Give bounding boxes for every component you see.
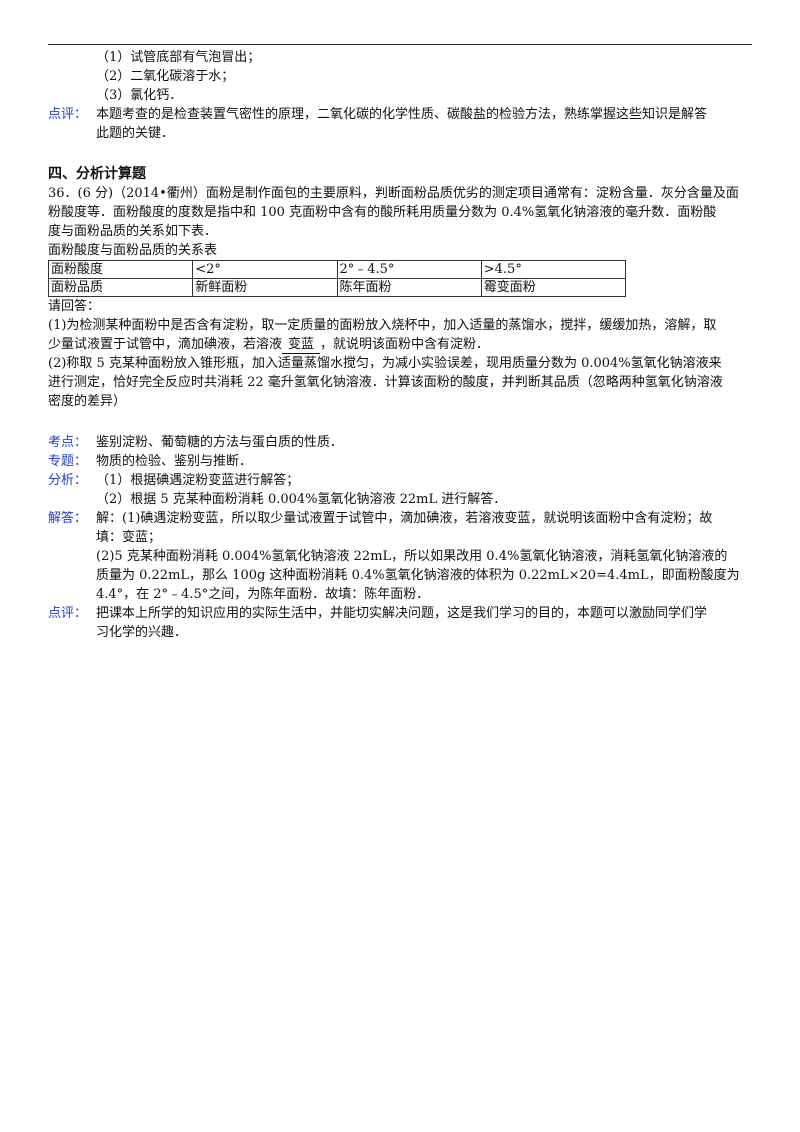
ask-line: 请回答： <box>48 299 101 314</box>
prev-answer-line: （2）二氧化碳溶于水； <box>96 69 235 84</box>
analysis-label: 分析： <box>48 473 88 488</box>
analysis-line: 物质的检验、鉴别与推断． <box>96 454 253 469</box>
prev-comment: 点评： 本题考查的是检查装置气密性的原理，二氧化碳的化学性质、碳酸盐的检验方法，… <box>48 105 752 143</box>
question-line: 粉酸度等．面粉酸度的度数是指中和 100 克面粉中含有的酸所耗用质量分数为 0.… <box>48 205 717 220</box>
analysis-line: 习化学的兴趣． <box>96 625 188 640</box>
q1-line: (1)为检测某种面粉中是否含有淀粉，取一定质量的面粉放入烧杯中，加入适量的蒸馏水… <box>48 318 717 333</box>
acidity-quality-table: 面粉酸度 <2° 2°﹣4.5° >4.5° 面粉品质 新鲜面粉 陈年面粉 霉变… <box>47 260 627 297</box>
analysis-line: 4.4°，在 2°﹣4.5°之间，为陈年面粉．故填：陈年面粉． <box>96 587 430 602</box>
table-cell: >4.5° <box>480 260 627 279</box>
table-row: 面粉品质 新鲜面粉 陈年面粉 霉变面粉 <box>47 278 627 297</box>
table-cell: <2° <box>192 260 338 279</box>
table-caption: 面粉酸度与面粉品质的关系表 <box>48 243 218 258</box>
q2-line: 进行测定，恰好完全反应时共消耗 22 毫升氢氧化钠溶液．计算该面粉的酸度，并判断… <box>48 375 723 390</box>
analysis-kaodian: 考点： 鉴别淀粉、葡萄糖的方法与蛋白质的性质． <box>48 433 752 452</box>
analysis-line: 把课本上所学的知识应用的实际生活中，并能切实解决问题，这是我们学习的目的，本题可… <box>96 606 708 621</box>
comment-line: 此题的关键． <box>96 126 175 141</box>
analysis-line: （1）根据碘遇淀粉变蓝进行解答； <box>96 473 300 488</box>
analysis-line: 鉴别淀粉、葡萄糖的方法与蛋白质的性质． <box>96 435 344 450</box>
analysis-zhuanti: 专题： 物质的检验、鉴别与推断． <box>48 452 752 471</box>
page-content: （1）试管底部有气泡冒出； （2）二氧化碳溶于水； （3）氯化钙． 点评： 本题… <box>47 48 752 642</box>
analysis-dianping: 点评： 把课本上所学的知识应用的实际生活中，并能切实解决问题，这是我们学习的目的… <box>48 604 752 642</box>
analysis-label: 解答： <box>48 511 88 526</box>
analysis-label: 考点： <box>48 435 88 450</box>
q1-answer-blank: 变蓝 <box>282 337 321 354</box>
comment-line: 本题考查的是检查装置气密性的原理，二氧化碳的化学性质、碳酸盐的检验方法，熟练掌握… <box>96 107 708 122</box>
section-title: 四、分析计算题 <box>48 166 146 182</box>
analysis-label: 专题： <box>48 454 88 469</box>
table-cell: 霉变面粉 <box>480 278 627 297</box>
analysis-line: (2)5 克某种面粉消耗 0.004%氢氧化钠溶液 22mL，所以如果改用 0.… <box>96 549 728 564</box>
q2-line: 密度的差异） <box>48 394 127 409</box>
question-line: 度与面粉品质的关系如下表． <box>48 224 218 239</box>
question-line: 36．(6 分)（2014•衢州）面粉是制作面包的主要原料，判断面粉品质优劣的测… <box>48 186 739 201</box>
analysis-fenxi: 分析： （1）根据碘遇淀粉变蓝进行解答； （2）根据 5 克某种面粉消耗 0.0… <box>48 471 752 509</box>
analysis-line: 质量为 0.22mL，那么 100g 这种面粉消耗 0.4%氢氧化钠溶液的体积为… <box>96 568 740 583</box>
analysis-label: 点评： <box>48 606 88 621</box>
analysis-line: 解：(1)碘遇淀粉变蓝，所以取少量试液置于试管中，滴加碘液，若溶液变蓝，就说明该… <box>96 511 713 526</box>
analysis-line: （2）根据 5 克某种面粉消耗 0.004%氢氧化钠溶液 22mL 进行解答． <box>96 492 507 507</box>
table-cell: 2°﹣4.5° <box>336 260 482 279</box>
q1-text: 少量试液置于试管中，滴加碘液，若溶液 <box>48 337 283 352</box>
table-cell: 陈年面粉 <box>336 278 482 297</box>
q2-line: (2)称取 5 克某种面粉放入锥形瓶，加入适量蒸馏水搅匀，为减小实验误差，现用质… <box>48 356 722 371</box>
table-cell: 面粉酸度 <box>47 260 194 279</box>
prev-answer-line: （3）氯化钙． <box>96 88 183 103</box>
analysis-line: 填：变蓝； <box>96 530 162 545</box>
table-cell: 面粉品质 <box>47 278 194 297</box>
table-row: 面粉酸度 <2° 2°﹣4.5° >4.5° <box>47 260 627 279</box>
q1-line-answer: 少量试液置于试管中，滴加碘液，若溶液变蓝，就说明该面粉中含有淀粉． <box>48 335 752 354</box>
header-rule <box>48 44 752 45</box>
table-cell: 新鲜面粉 <box>192 278 338 297</box>
comment-label: 点评： <box>48 107 88 122</box>
analysis-jieda: 解答： 解：(1)碘遇淀粉变蓝，所以取少量试液置于试管中，滴加碘液，若溶液变蓝，… <box>48 509 752 604</box>
q1-text: ，就说明该面粉中含有淀粉． <box>320 337 490 352</box>
prev-answer-line: （1）试管底部有气泡冒出； <box>96 50 261 65</box>
